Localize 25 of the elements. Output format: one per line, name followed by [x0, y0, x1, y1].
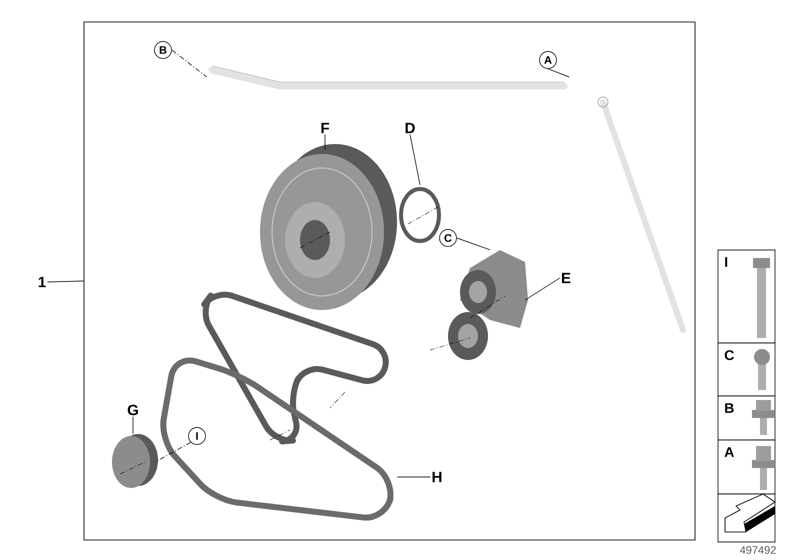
callout-letter: D — [406, 122, 415, 134]
leader-line — [324, 134, 326, 150]
pulley-drawing — [260, 144, 397, 310]
belt-drawing — [160, 358, 394, 521]
tensioner-drawing — [448, 250, 528, 360]
callout-letter: 1 — [38, 276, 46, 288]
leader-line — [396, 476, 431, 478]
leader-line — [410, 134, 420, 186]
callout-letter: H — [432, 472, 442, 482]
leader-line — [524, 278, 560, 300]
seal-drawing — [399, 187, 441, 243]
callout-letter: F — [321, 122, 330, 134]
leader-line — [47, 280, 84, 282]
leader-line — [132, 416, 134, 434]
leader-line — [172, 50, 208, 78]
leader-line — [154, 442, 192, 462]
part-box — [718, 494, 776, 542]
leader-line — [548, 68, 570, 78]
callout-letter: E — [562, 272, 570, 284]
kit-frame — [84, 22, 696, 540]
strut-drawing — [208, 66, 568, 90]
leader-line — [456, 238, 490, 250]
belt-drawing — [201, 292, 389, 444]
callout-letter: G — [128, 404, 138, 416]
pulley-drawing — [112, 434, 158, 488]
